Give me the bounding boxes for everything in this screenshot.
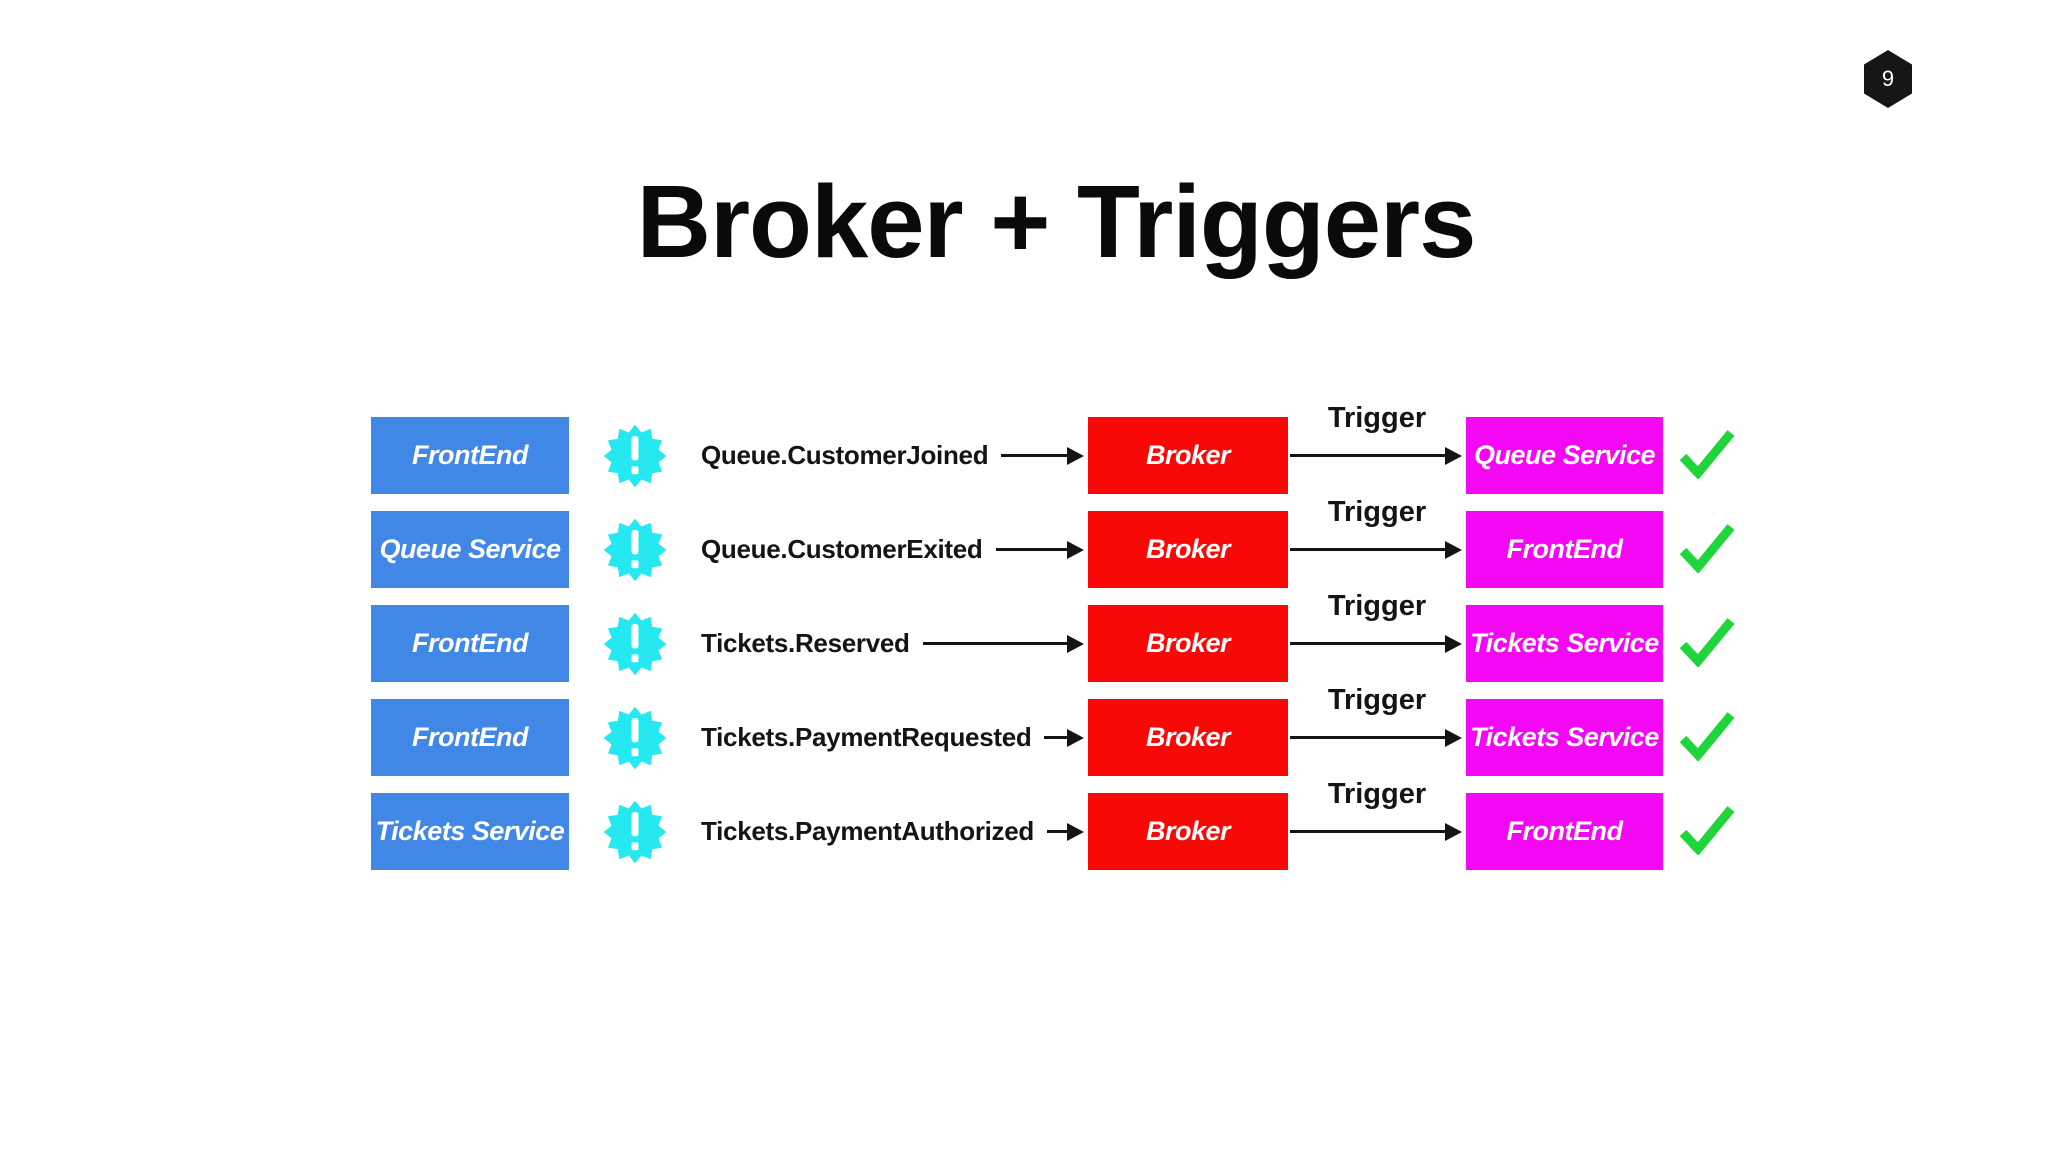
arrow-right-icon [1001,446,1084,465]
diagram-row: FrontEnd Tickets.PaymentRequested Broker… [371,684,1751,776]
source-service-box: FrontEnd [371,699,569,776]
success-check [1663,709,1751,767]
event-flow-diagram: FrontEnd Queue.CustomerJoined Broker Tri… [371,402,1751,887]
destination-service-box: FrontEnd [1466,793,1663,870]
broker-box: Broker [1088,793,1288,870]
trigger-column: Trigger [1288,684,1466,776]
event-badge [569,517,701,583]
trigger-label: Trigger [1327,684,1427,716]
source-service-box: FrontEnd [371,417,569,494]
trigger-label: Trigger [1327,496,1427,528]
checkmark-icon [1679,711,1735,761]
checkmark-icon [1679,523,1735,573]
broker-box: Broker [1088,511,1288,588]
arrow-right-icon [1290,446,1462,465]
trigger-column: Trigger [1288,496,1466,588]
page-number: 9 [1881,66,1895,91]
success-check [1663,521,1751,579]
alert-burst-icon [603,706,667,769]
arrow-right-icon [1290,540,1462,559]
diagram-row: Tickets Service Tickets.PaymentAuthorize… [371,778,1751,870]
event-column: Queue.CustomerJoined [701,440,1088,471]
success-check [1663,427,1751,485]
destination-service-box: FrontEnd [1466,511,1663,588]
checkmark-icon [1679,429,1735,479]
destination-service-box: Tickets Service [1466,605,1663,682]
event-column: Tickets.PaymentAuthorized [701,816,1088,847]
trigger-column: Trigger [1288,778,1466,870]
trigger-column: Trigger [1288,402,1466,494]
broker-box: Broker [1088,417,1288,494]
broker-box: Broker [1088,699,1288,776]
event-name: Tickets.Reserved [701,628,910,658]
event-badge [569,611,701,677]
alert-burst-icon [603,424,667,487]
diagram-row: FrontEnd Tickets.Reserved Broker Trigger… [371,590,1751,682]
diagram-row: Queue Service Queue.CustomerExited Broke… [371,496,1751,588]
broker-box: Broker [1088,605,1288,682]
alert-burst-icon [603,518,667,581]
trigger-label: Trigger [1327,402,1427,434]
event-name: Queue.CustomerExited [701,534,983,564]
success-check [1663,803,1751,861]
event-badge [569,799,701,865]
destination-service-box: Tickets Service [1466,699,1663,776]
trigger-column: Trigger [1288,590,1466,682]
success-check [1663,615,1751,673]
checkmark-icon [1679,805,1735,855]
slide-title: Broker + Triggers [636,164,1477,279]
diagram-row: FrontEnd Queue.CustomerJoined Broker Tri… [371,402,1751,494]
arrow-right-icon [1047,822,1084,841]
source-service-box: Queue Service [371,511,569,588]
arrow-right-icon [1290,634,1462,653]
event-name: Queue.CustomerJoined [701,440,989,470]
event-column: Queue.CustomerExited [701,534,1088,565]
trigger-label: Trigger [1327,590,1427,622]
arrow-right-icon [1044,728,1084,747]
source-service-box: Tickets Service [371,793,569,870]
event-badge [569,705,701,771]
trigger-label: Trigger [1327,778,1427,810]
alert-burst-icon [603,612,667,675]
arrow-right-icon [922,634,1085,653]
source-service-box: FrontEnd [371,605,569,682]
event-name: Tickets.PaymentRequested [701,722,1032,752]
page-number-badge: 9 [1864,50,1912,108]
arrow-right-icon [1290,728,1462,747]
destination-service-box: Queue Service [1466,417,1663,494]
event-column: Tickets.PaymentRequested [701,722,1088,753]
arrow-right-icon [995,540,1085,559]
event-badge [569,423,701,489]
checkmark-icon [1679,617,1735,667]
alert-burst-icon [603,800,667,863]
event-name: Tickets.PaymentAuthorized [701,816,1035,846]
arrow-right-icon [1290,822,1462,841]
event-column: Tickets.Reserved [701,628,1088,659]
